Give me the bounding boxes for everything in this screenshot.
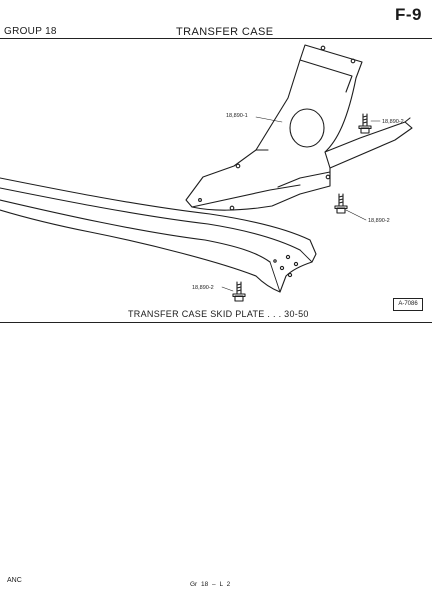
footer-page-reference: Gr 18 – L 2 — [190, 581, 231, 588]
caption-rule — [0, 322, 432, 323]
group-label: GROUP 18 — [4, 26, 57, 37]
page-code: F-9 — [395, 5, 422, 24]
callout-bolt-upper: 18,890-2 — [382, 119, 404, 125]
bolt-upper-icon — [358, 113, 372, 134]
skid-plate — [185, 44, 413, 211]
bolt-lower-icon — [232, 281, 246, 302]
callout-bolt-right: 18,890-2 — [368, 218, 390, 224]
section-title: TRANSFER CASE — [176, 26, 274, 38]
header-rule — [0, 38, 432, 39]
callout-bolt-lower: 18,890-2 — [192, 285, 214, 291]
callout-skid-plate-part: 18,890-1 — [226, 113, 248, 119]
bolt-right-icon — [334, 193, 348, 214]
footer-left-code: ANC — [7, 577, 22, 584]
skid-plate-illustration: 18,890-1 18,890-2 18,890-2 18,890-2 — [0, 44, 413, 302]
figure-reference-number: A-7086 — [393, 298, 423, 311]
callout-leaders — [221, 116, 381, 292]
figure-caption: TRANSFER CASE SKID PLATE . . . 30-50 — [128, 309, 309, 319]
frame-crossmember — [0, 177, 317, 293]
